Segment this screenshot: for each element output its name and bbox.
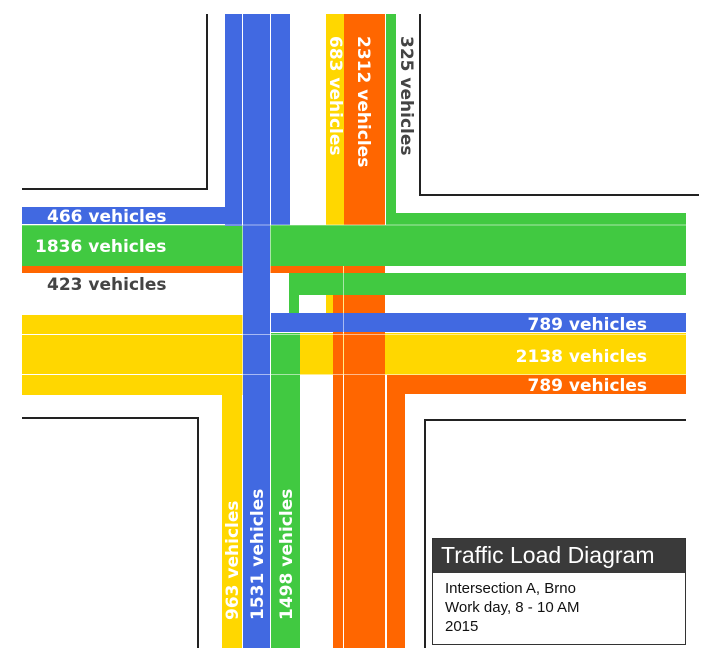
flow-label-north-2312: 2312 vehicles [353,36,373,167]
flow-label-west-1836: 1836 vehicles [35,237,166,257]
flow-label-west-423: 423 vehicles [47,275,167,295]
orange-band-west [22,266,343,273]
orange-band-east [387,375,686,394]
road-curbs [22,14,699,648]
legend-time: Work day, 8 - 10 AM [445,599,580,616]
blue-band-west [22,207,242,224]
flow-label-south-1498: 1498 vehicles [277,489,297,620]
curb-southeast [424,419,686,648]
blue-band-north-right [271,14,290,225]
green-band-east-top [386,213,686,225]
blue-band-east-connector [271,313,686,332]
legend-location: Intersection A, Brno [445,580,576,597]
flow-label-north-683: 683 vehicles [325,36,345,156]
orange-band-connector [333,266,343,648]
legend-body: Intersection A, Brno Work day, 8 - 10 AM… [433,573,685,644]
legend-box: Traffic Load Diagram Intersection A, Brn… [432,538,686,645]
flow-label-east-789-top: 789 vehicles [528,315,648,335]
curb-southwest [22,417,199,648]
blue-flow-bands [22,14,686,648]
green-band-east-lower [289,273,686,295]
flow-label-east-2138: 2138 vehicles [516,347,647,367]
curb-northeast [419,14,699,196]
green-band-south [271,333,300,648]
yellow-band-west-2 [22,335,243,374]
lane-separators [22,14,686,648]
legend-year: 2015 [445,618,479,635]
flow-label-north-325: 325 vehicles [396,36,416,156]
legend-title: Traffic Load Diagram [433,539,685,573]
blue-band-north-left [225,14,242,226]
flow-label-west-466: 466 vehicles [47,207,167,227]
flow-label-south-963: 963 vehicles [223,501,243,621]
green-band-main [22,225,686,266]
green-band-northeast [386,14,396,214]
yellow-band-east [387,333,686,375]
orange-band-south-right [387,375,405,648]
yellow-band-south [222,390,242,648]
green-band-down [289,273,299,313]
flow-label-east-789-bottom: 789 vehicles [528,376,648,396]
flow-label-south-1531: 1531 vehicles [248,489,268,620]
green-flow-bands [22,14,686,648]
curb-northwest [22,14,208,190]
yellow-band-west-3 [22,375,243,395]
yellow-band-west-1 [22,315,243,334]
blue-band-main [243,14,270,648]
